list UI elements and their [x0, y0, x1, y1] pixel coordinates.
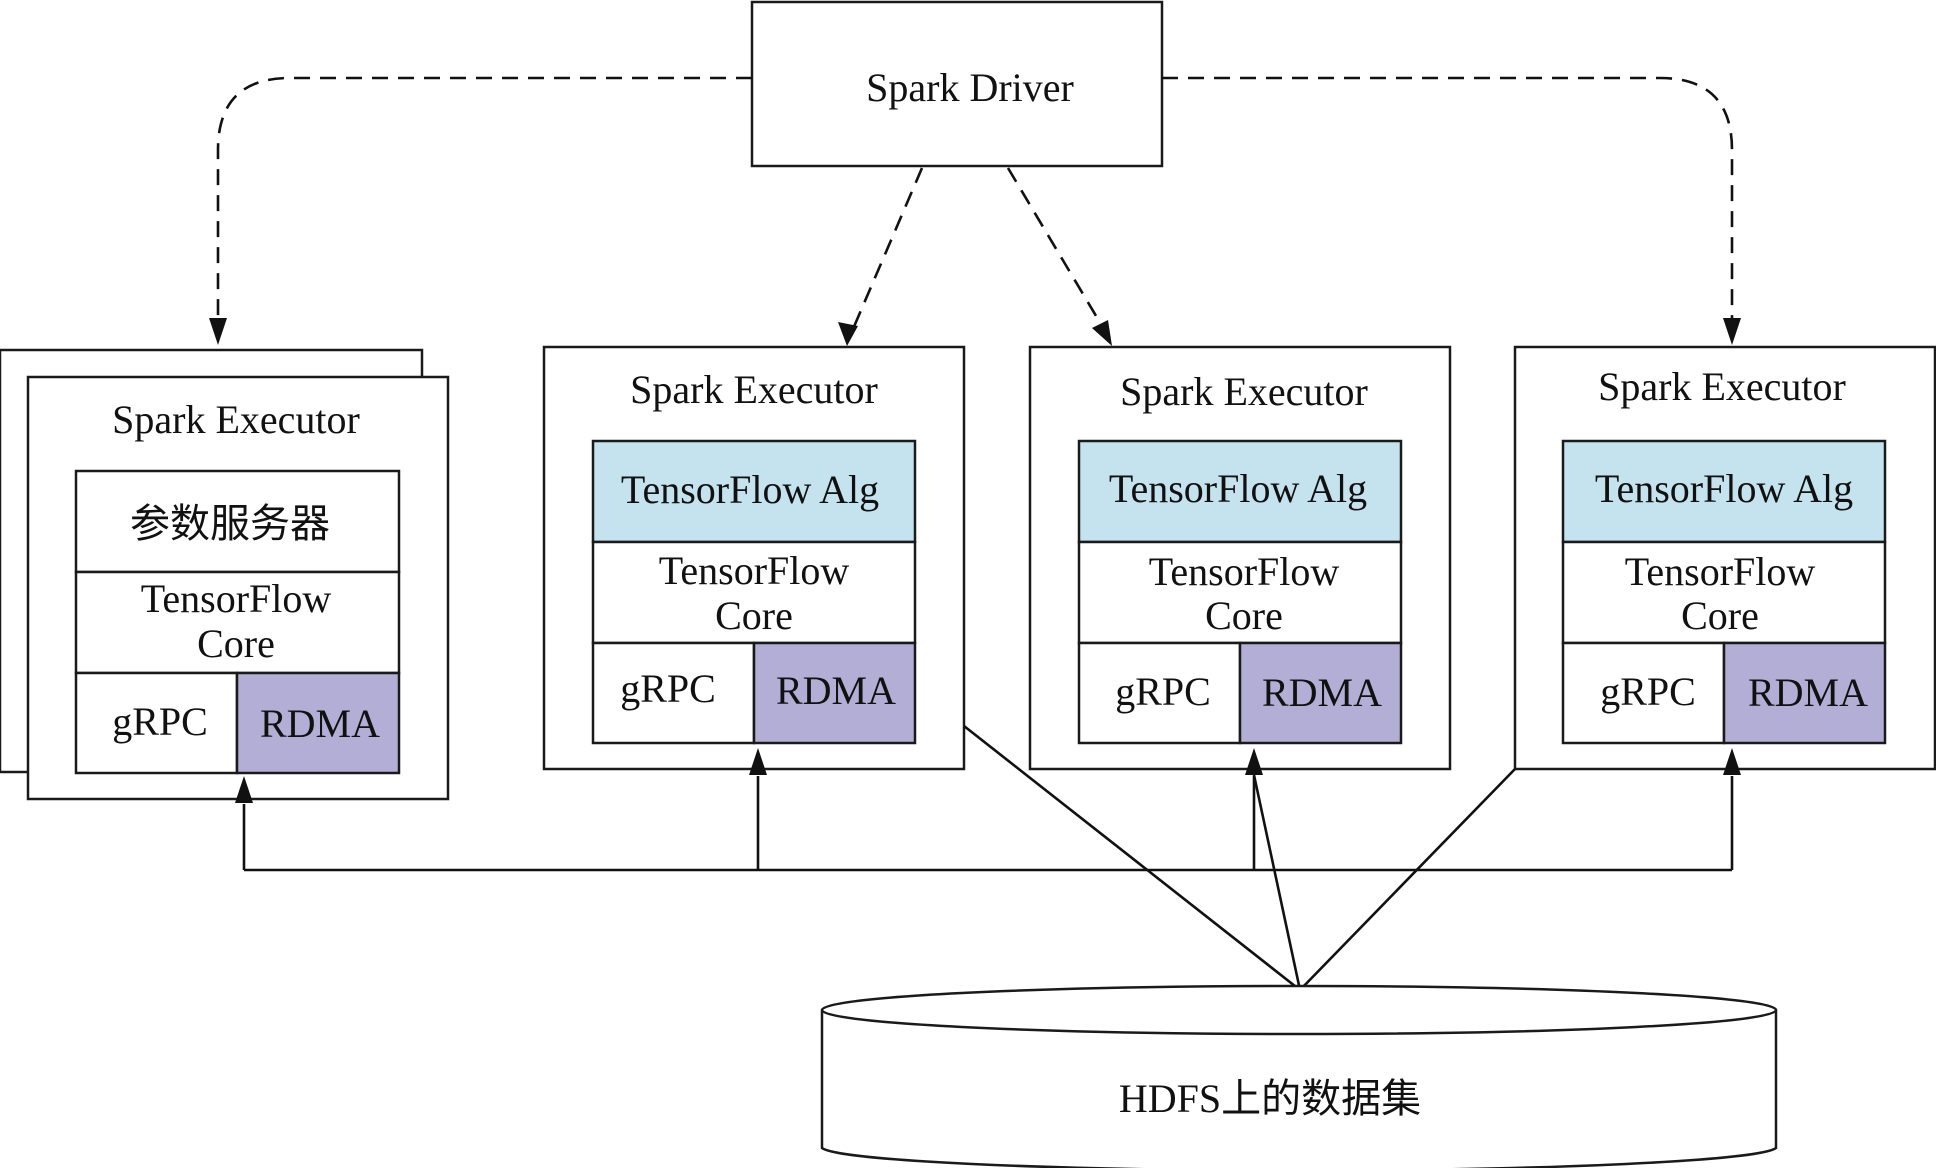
driver-to-executor-4-dashed-arrow	[1162, 76, 1734, 340]
arrowhead-4	[1723, 318, 1741, 345]
executor-4-tensorflow-alg-label: TensorFlow Alg	[1595, 466, 1853, 511]
driver-to-executor-1-dashed-arrow	[216, 76, 752, 340]
executor-4-grpc-label: gRPC	[1600, 669, 1696, 714]
executor-2-core-cell	[591, 540, 917, 645]
executor-4-node: Spark Executor TensorFlow Alg TensorFlow…	[1513, 345, 1936, 771]
executor-2-node: Spark Executor TensorFlow Alg TensorFlow…	[542, 345, 966, 771]
executor-3-tensorflow-alg-label: TensorFlow Alg	[1109, 466, 1367, 511]
bus-arrowhead-3	[1245, 748, 1263, 775]
executor-2-core-line1: TensorFlow	[659, 548, 850, 593]
executor-4-core-cell	[1561, 540, 1887, 645]
executor-4-grpc-cell	[1561, 641, 1726, 745]
executor-4-core-line1: TensorFlow	[1625, 549, 1816, 594]
executor-3-grpc-label: gRPC	[1115, 669, 1211, 714]
executor-2-title: Spark Executor	[630, 367, 878, 412]
spark-driver-node: Spark Driver	[750, 0, 1164, 168]
hdfs-storage-node: HDFS上的数据集	[820, 984, 1778, 1172]
executor-1-title: Spark Executor	[112, 397, 360, 442]
executor-3-node: Spark Executor TensorFlow Alg TensorFlow…	[1028, 345, 1452, 771]
executor-1-parameter-server-label: 参数服务器	[130, 501, 330, 546]
executor-2-rdma-cell	[752, 641, 917, 745]
arrowhead-1	[209, 318, 227, 345]
executor-3-grpc-cell	[1077, 641, 1242, 745]
executor-3-core-line2: Core	[1205, 593, 1283, 638]
hdfs-storage-label: HDFS上的数据集	[1119, 1076, 1421, 1121]
executor-4-title: Spark Executor	[1598, 364, 1846, 409]
executor-3-to-hdfs-line	[1252, 774, 1302, 991]
arrowhead-3	[1092, 320, 1112, 346]
executor-3-title: Spark Executor	[1120, 369, 1368, 414]
executor-3-core-line1: TensorFlow	[1149, 549, 1340, 594]
executor-1-grpc-cell	[74, 671, 239, 775]
executor-3-core-cell	[1077, 540, 1403, 645]
executor-1-core-line2: Core	[197, 621, 275, 666]
executor-4-to-hdfs-line	[1299, 768, 1516, 991]
executor-1-parameter-server-cell	[74, 469, 401, 574]
executor-4-core-line2: Core	[1681, 593, 1759, 638]
executor-3-rdma-cell	[1238, 641, 1403, 745]
bus-arrowhead-4	[1723, 748, 1741, 775]
executor-1-grpc-label: gRPC	[112, 699, 208, 744]
executor-1-rdma-cell	[235, 671, 401, 775]
driver-to-executor-3-dashed-arrow	[1006, 167, 1110, 337]
executor-2-grpc-label: gRPC	[620, 666, 716, 711]
executor-2-rdma-label: RDMA	[776, 668, 896, 713]
executor-2-to-hdfs-line	[963, 724, 1301, 992]
executor-3-tensorflow-alg-cell	[1077, 439, 1403, 544]
executor-3-rdma-label: RDMA	[1262, 670, 1382, 715]
arrowhead-2	[838, 322, 858, 346]
executor-4-rdma-label: RDMA	[1748, 670, 1868, 715]
bus-arrowhead-2	[749, 748, 767, 775]
driver-to-executor-2-dashed-arrow	[848, 167, 924, 337]
spark-driver-label: Spark Driver	[866, 65, 1074, 110]
executor-1-core-line1: TensorFlow	[141, 576, 332, 621]
executor-1-rdma-label: RDMA	[260, 701, 380, 746]
executor-4-tensorflow-alg-cell	[1561, 439, 1887, 544]
spark-driver-box	[750, 0, 1164, 168]
executor-2-tensorflow-alg-label: TensorFlow Alg	[621, 467, 879, 512]
executor-2-core-line2: Core	[715, 593, 793, 638]
bus-arrowhead-1	[235, 776, 253, 803]
executor-1-core-cell	[74, 570, 401, 675]
executor-2-grpc-cell	[591, 641, 756, 745]
executor-1-node: Spark Executor 参数服务器 TensorFlow Core gRP…	[0, 348, 450, 801]
driver-control-links	[209, 76, 1741, 346]
hdfs-cylinder-top	[820, 984, 1778, 1036]
data-links	[235, 724, 1741, 992]
executor-4-rdma-cell	[1722, 641, 1887, 745]
